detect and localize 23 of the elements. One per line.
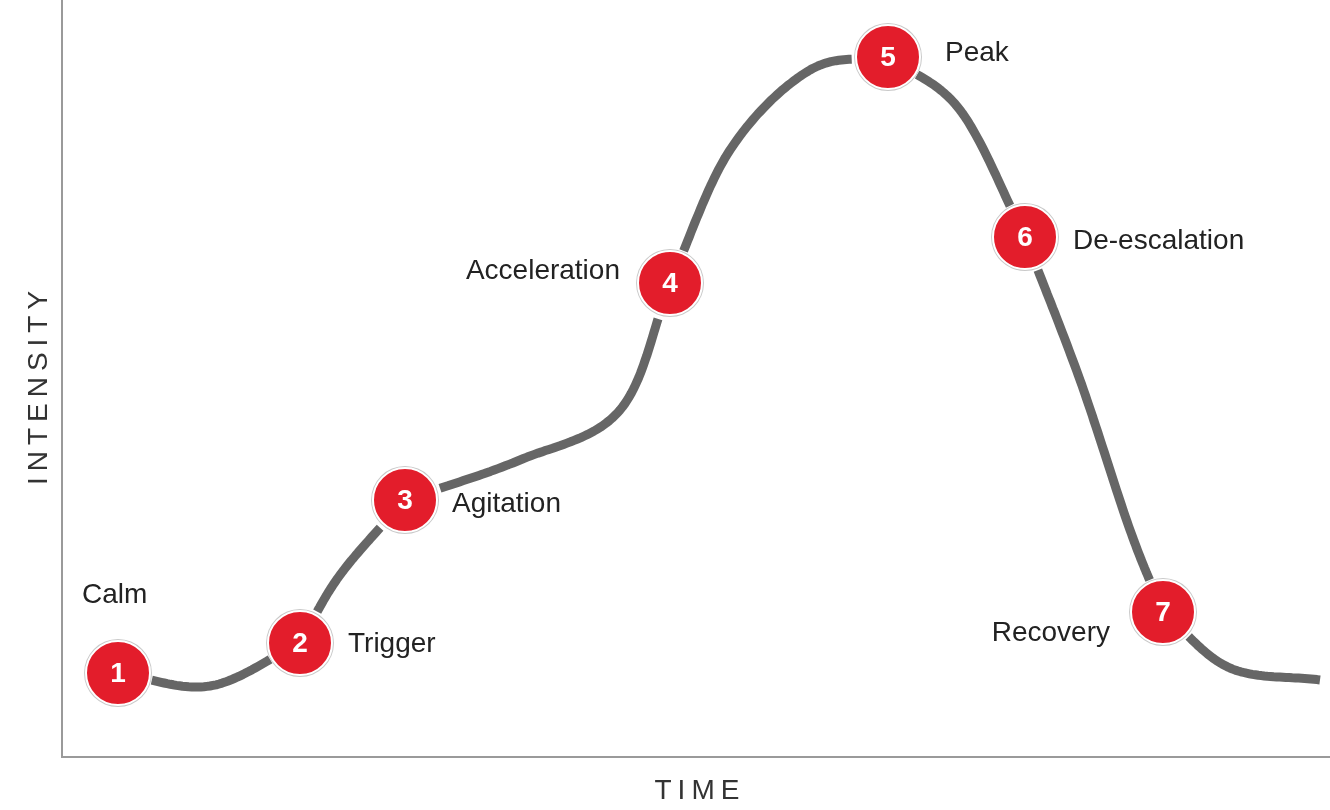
stage-label: De-escalation (1073, 224, 1245, 256)
number-circle: 1 (85, 640, 151, 706)
number-circle: 5 (855, 24, 921, 90)
curve-line (150, 655, 273, 692)
stage-label: Calm (82, 578, 148, 610)
y-axis-label: INTENSITY (22, 284, 55, 486)
stage-label: Agitation (452, 487, 561, 519)
number-circle: 6 (992, 204, 1058, 270)
number-circle: 7 (1130, 579, 1196, 645)
stage-label: Recovery (991, 616, 1110, 648)
curve-line (914, 70, 1015, 208)
stage-label: Peak (945, 36, 1009, 68)
curve-line (679, 54, 854, 253)
x-axis-label: TIME (654, 774, 746, 806)
curve-line (1033, 268, 1154, 583)
number-circle: 2 (267, 610, 333, 676)
stage-label: Trigger (348, 627, 436, 659)
curve-line (313, 524, 384, 614)
curve-line (438, 317, 663, 493)
curve-line (1185, 633, 1322, 685)
number-circle: 3 (372, 467, 438, 533)
number-circle: 4 (637, 250, 703, 316)
stage-label: Acceleration (465, 254, 620, 286)
